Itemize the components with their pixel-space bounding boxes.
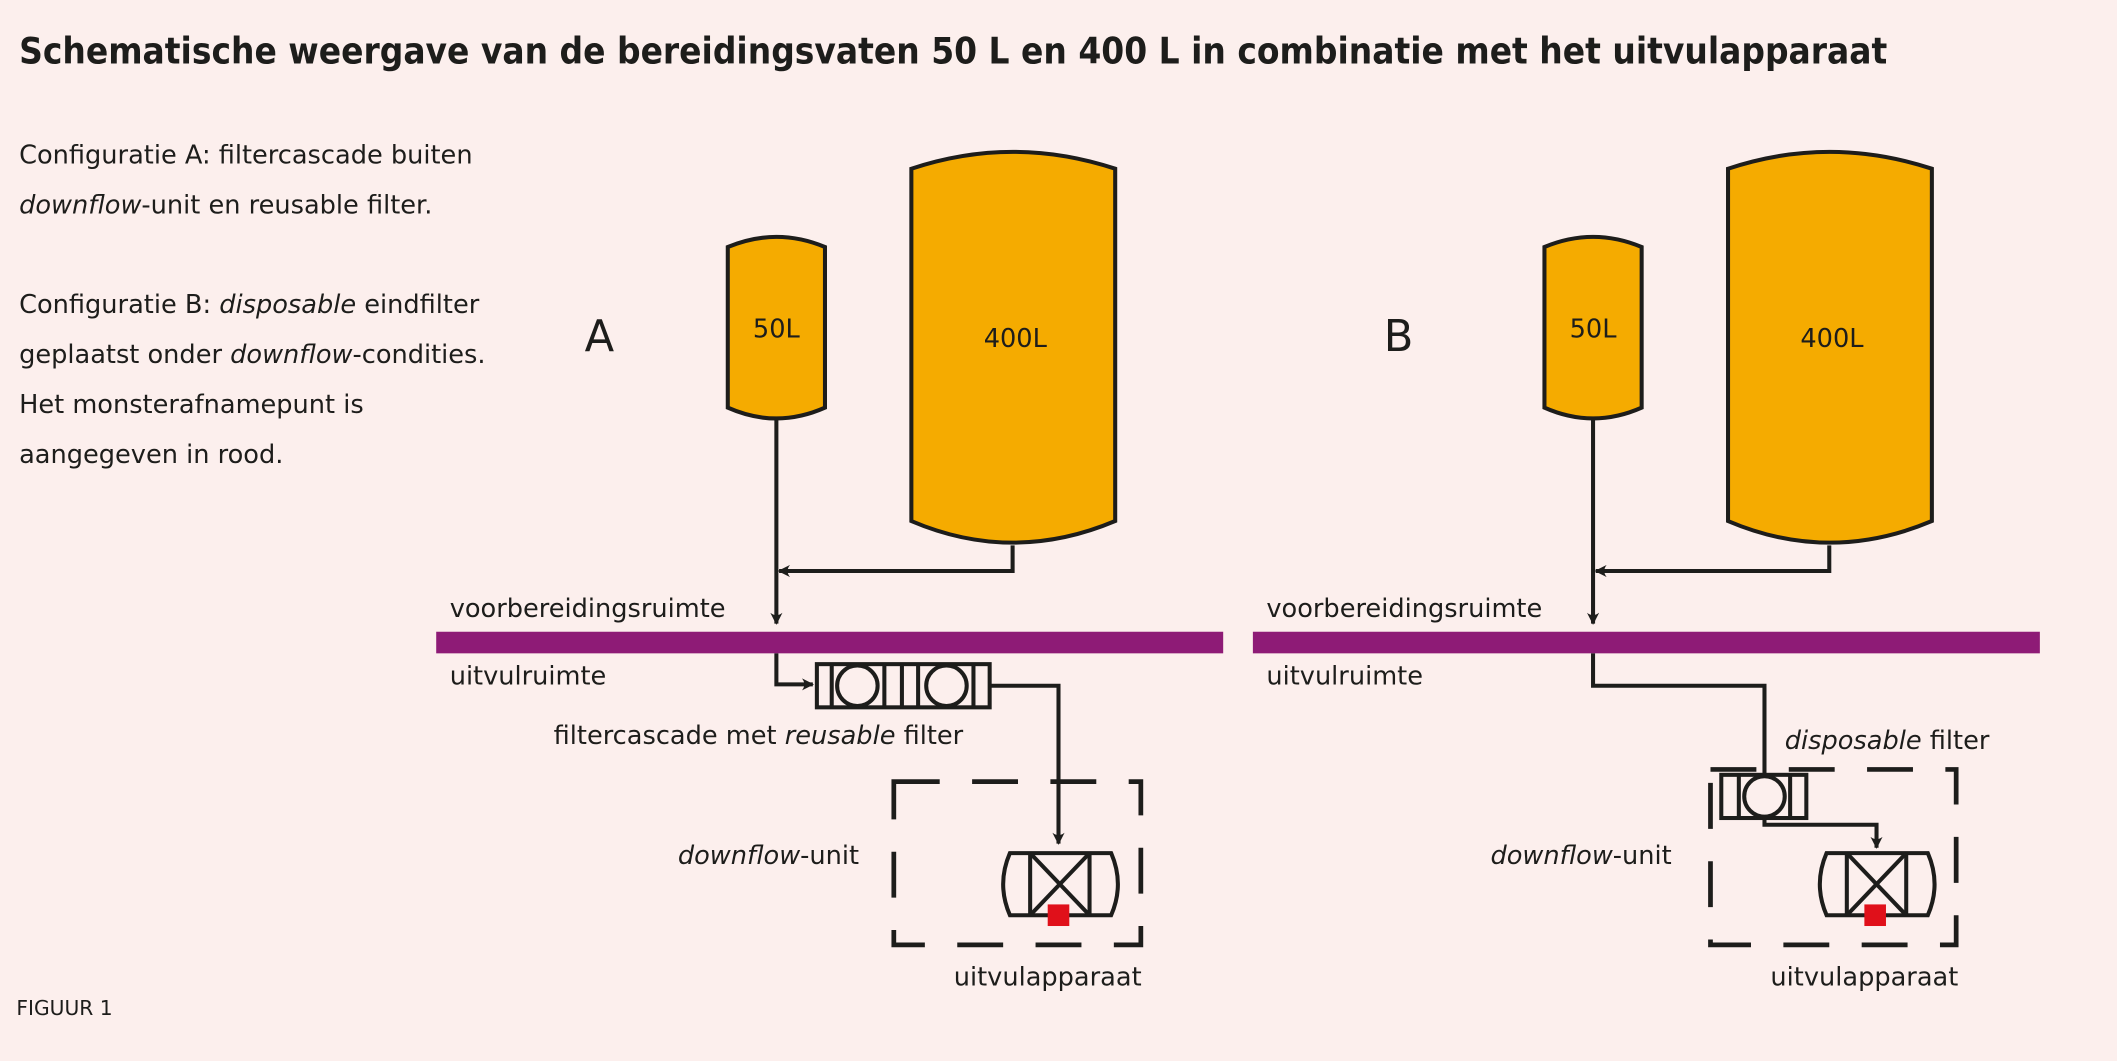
- config-b-label: B: [1384, 312, 1414, 362]
- downflow-unit-a: [891, 779, 1144, 948]
- pipe-400l-b: [1594, 545, 1832, 578]
- config-a-desc-line1: Configuratie A: filtercascade buiten: [19, 140, 472, 170]
- room-lower-b: uitvulruimte: [1266, 661, 1423, 691]
- downflow-unit-b: [1708, 767, 1959, 948]
- tank-50l-b: [1542, 234, 1644, 421]
- config-a-label: A: [585, 312, 615, 362]
- figure-label: FIGUUR 1: [16, 996, 112, 1020]
- config-b: B 50L 400L voorbereidingsruimte uitvulru…: [1252, 149, 2040, 992]
- room-divider-a: [436, 631, 1224, 654]
- filter-label-b: disposable filter: [1785, 726, 1990, 756]
- room-divider-b: [1252, 631, 2040, 654]
- pipe-to-filter-a: [774, 653, 815, 691]
- description: Configuratie A: filtercascade buiten dow…: [19, 140, 485, 470]
- pipe-to-device-b: [1762, 818, 1883, 849]
- filling-device-a: [1001, 851, 1120, 918]
- tank-50l-a-label: 50L: [753, 314, 801, 344]
- room-upper-a: voorbereidingsruimte: [450, 594, 726, 624]
- config-b-desc-line1: Configuratie B: disposable eindfilter: [19, 290, 480, 320]
- tank-50l-b-label: 50L: [1570, 314, 1618, 344]
- filter-label-a: filtercascade met reusable filter: [554, 721, 964, 751]
- tank-400l-a-label: 400L: [984, 324, 1048, 354]
- disposable-filter: [1719, 772, 1809, 821]
- page-title: Schematische weergave van de bereidingsv…: [19, 29, 1887, 72]
- tank-400l-b: [1726, 149, 1934, 545]
- config-b-desc-line3: Het monsterafnamepunt is: [19, 390, 364, 420]
- pipe-to-device-a: [989, 683, 1065, 845]
- filtercascade-reusable-filter: [814, 662, 992, 710]
- tank-400l-a: [909, 149, 1118, 545]
- filling-device-b: [1817, 851, 1937, 918]
- config-b-desc-line4: aangegeven in rood.: [19, 440, 283, 470]
- pipe-400l-a: [777, 545, 1015, 578]
- unit-label-b: downflow-unit: [1490, 841, 1671, 871]
- config-a: A 50L 400L voorbereidingsruimte uitvulru…: [436, 149, 1224, 992]
- device-label-b: uitvulapparaat: [1770, 962, 1958, 992]
- config-b-desc-line2: geplaatst onder downflow-condities.: [19, 340, 485, 370]
- config-a-desc-line2: downflow-unit en reusable filter.: [19, 190, 432, 220]
- tank-50l-a: [725, 234, 827, 421]
- tank-400l-b-label: 400L: [1800, 324, 1864, 354]
- device-label-a: uitvulapparaat: [954, 962, 1142, 992]
- unit-label-a: downflow-unit: [678, 841, 859, 871]
- room-upper-b: voorbereidingsruimte: [1266, 594, 1542, 624]
- sample-point-b: [1864, 904, 1886, 927]
- room-lower-a: uitvulruimte: [450, 661, 607, 691]
- sample-point-a: [1047, 904, 1070, 927]
- pipe-to-filter-b: [1591, 653, 1767, 775]
